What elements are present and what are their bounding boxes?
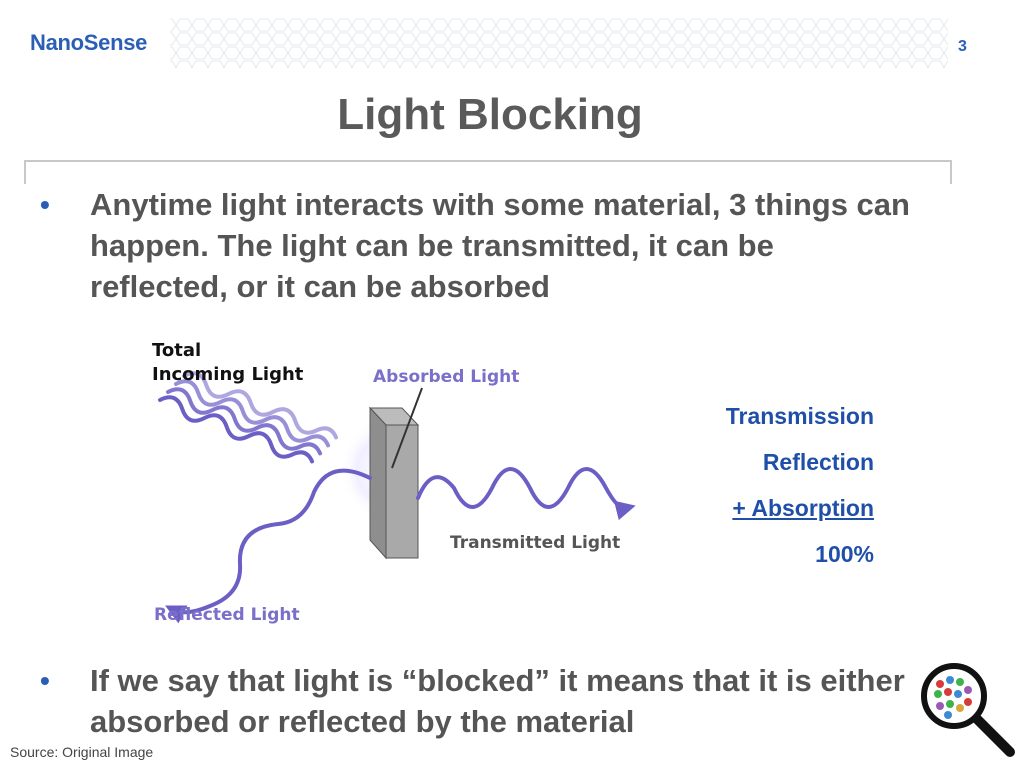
label-absorbed-light: Absorbed Light: [373, 367, 519, 387]
source-caption: Source: Original Image: [10, 744, 154, 760]
bullet-2-text: If we say that light is “blocked” it mea…: [90, 663, 905, 739]
bullet-marker: •: [40, 189, 50, 220]
header-hex-band: [170, 18, 948, 68]
label-total: Total: [152, 340, 201, 361]
material-slab: [368, 406, 420, 560]
magnifier-icon: [921, 663, 1015, 757]
bullet-2: • If we say that light is “blocked” it m…: [40, 660, 920, 742]
bullet-1: • Anytime light interacts with some mate…: [40, 184, 920, 307]
sum-total: 100%: [815, 541, 874, 567]
slide-number: 3: [958, 38, 967, 55]
label-reflected-light: Reflected Light: [154, 605, 300, 625]
reflected-light-wave: [165, 468, 372, 624]
light-interaction-diagram: Total Incoming Light Absorbed Light Tran…: [152, 340, 636, 625]
incoming-light-waves: [158, 371, 339, 464]
sum-transmission: Transmission: [725, 403, 874, 429]
sum-absorption: + Absorption: [732, 495, 874, 521]
brand-logo: NanoSense: [30, 30, 148, 55]
title-divider: [24, 160, 952, 184]
sum-reflection: Reflection: [762, 449, 874, 475]
bullet-marker: •: [40, 665, 50, 696]
label-incoming-light: Incoming Light: [152, 364, 304, 385]
transmitted-light-wave: [416, 467, 636, 521]
absorbed-pointer: [391, 387, 423, 469]
magnified-dots: [934, 676, 972, 719]
slide-title: Light Blocking: [337, 90, 643, 139]
bullet-1-text: Anytime light interacts with some materi…: [90, 187, 910, 304]
label-transmitted-light: Transmitted Light: [450, 533, 620, 553]
